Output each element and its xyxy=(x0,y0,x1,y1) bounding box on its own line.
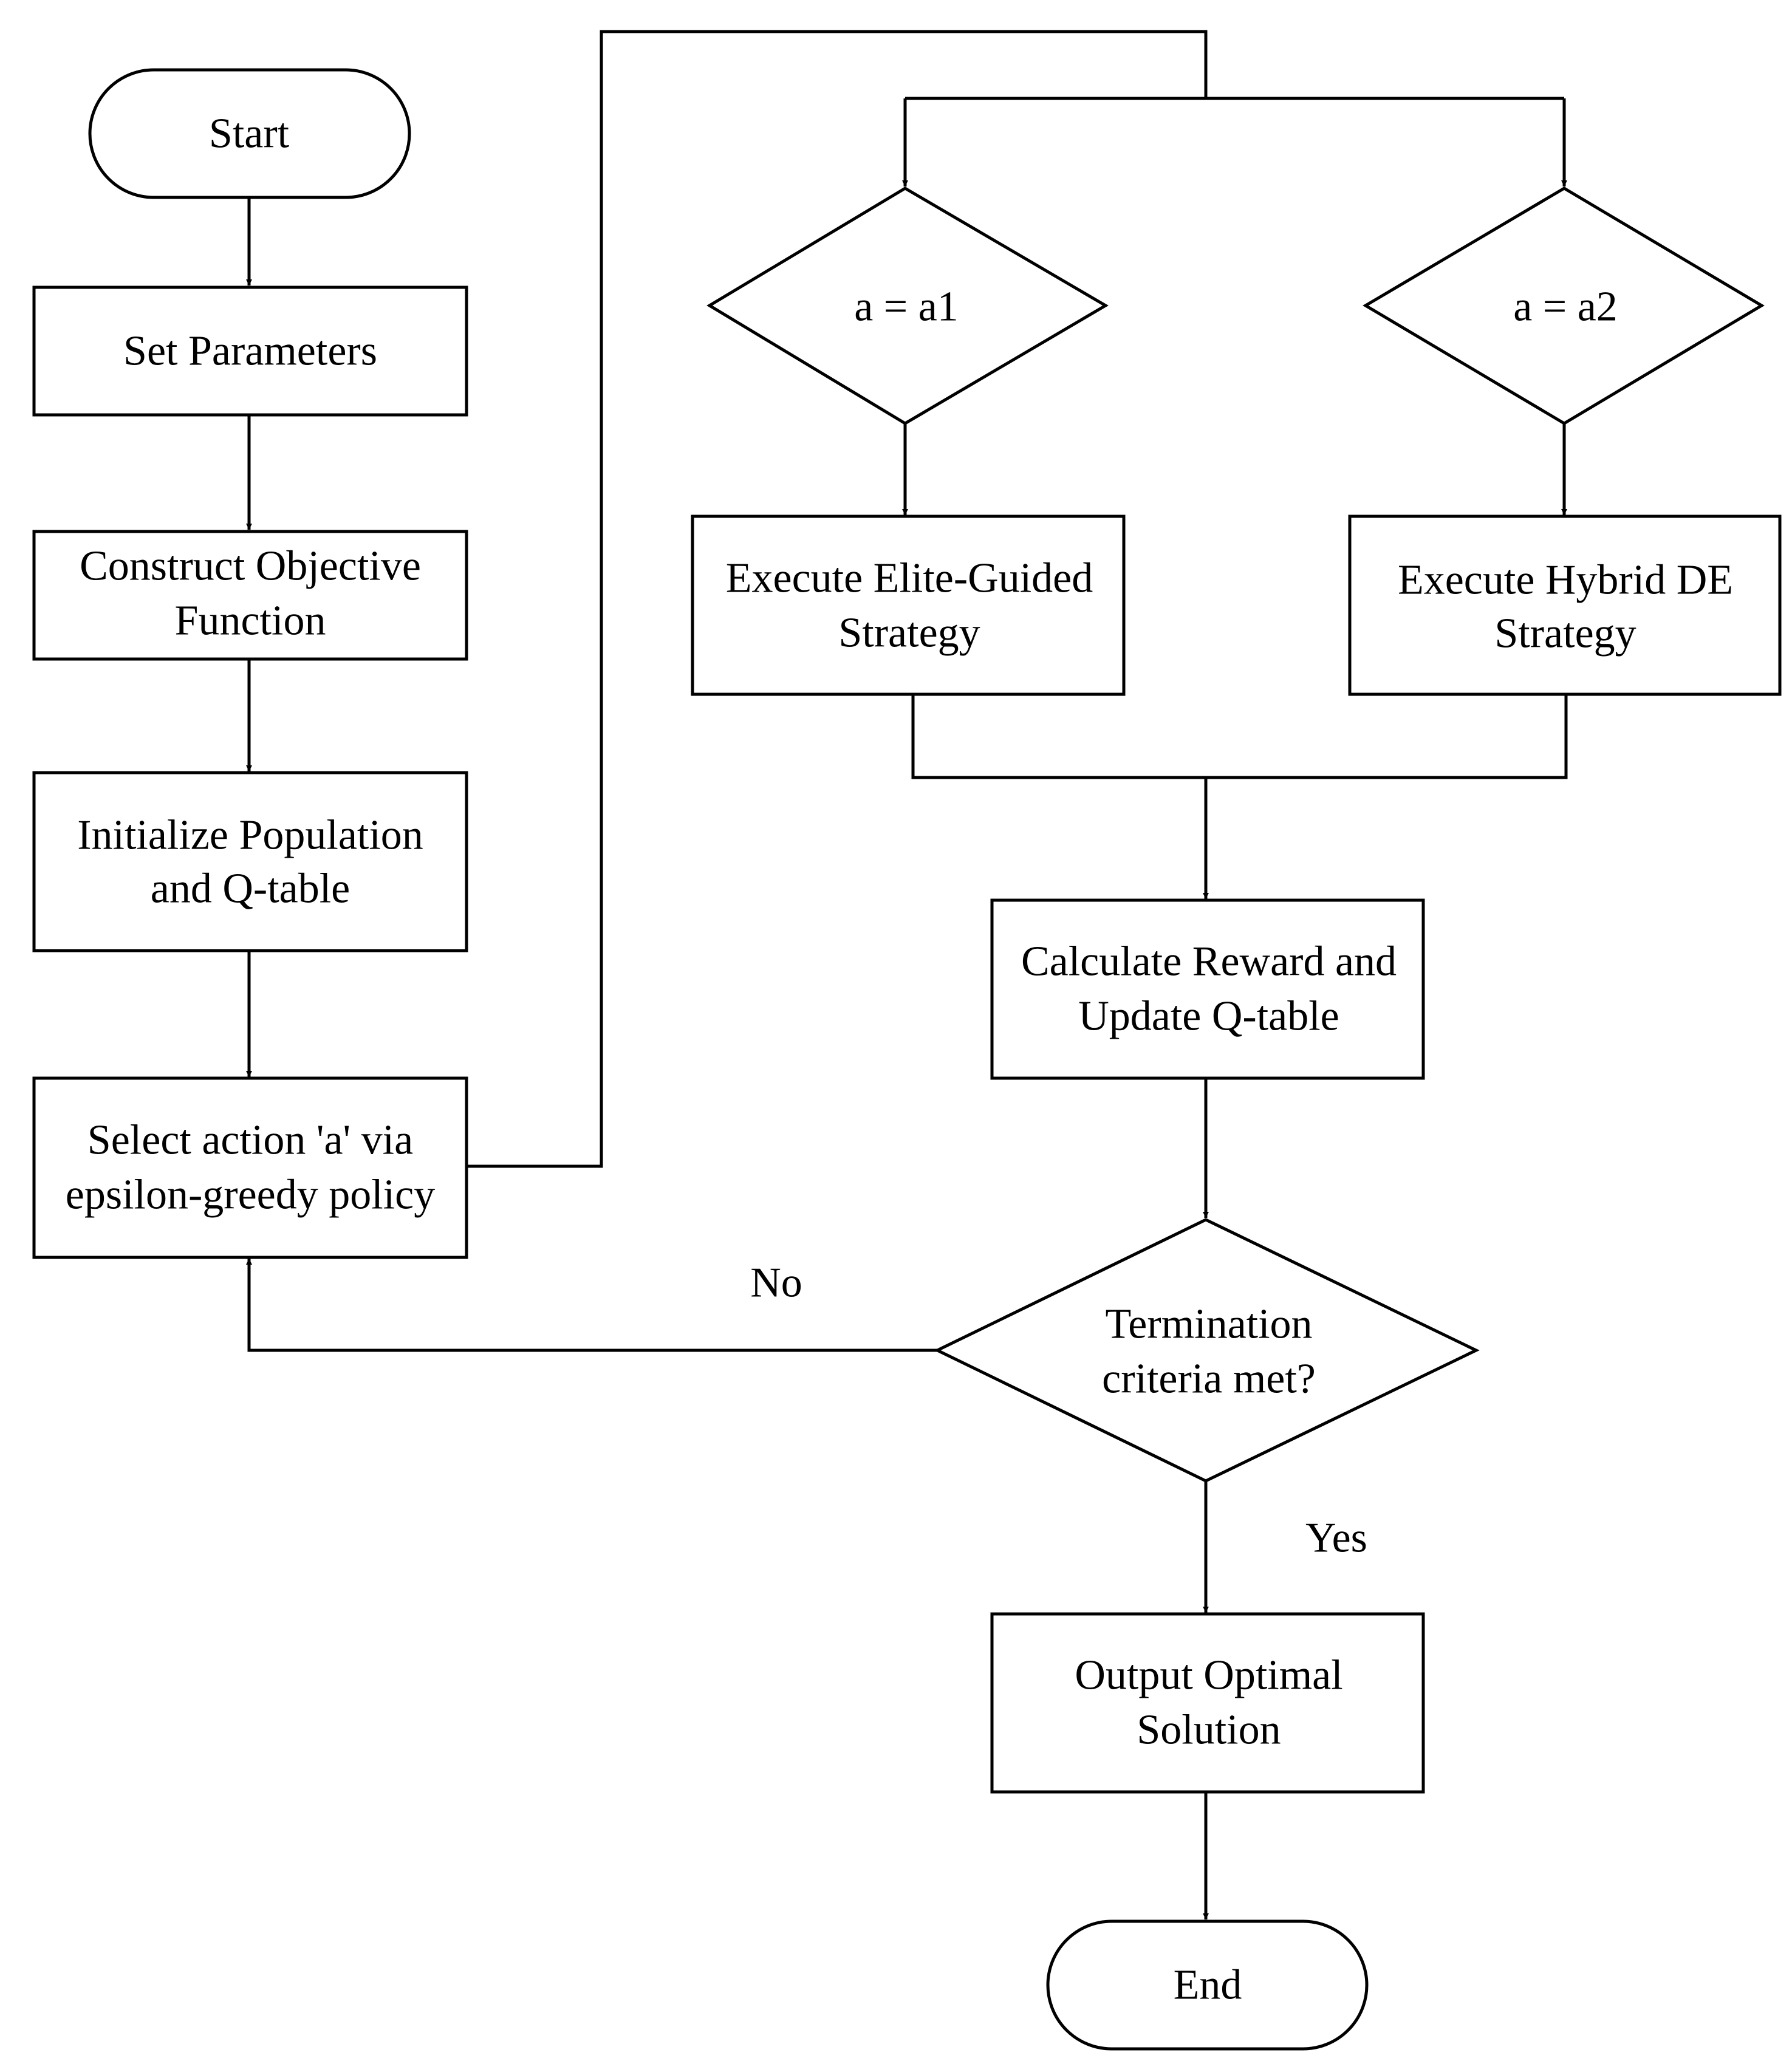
yes-label: Yes xyxy=(1305,1515,1367,1562)
hybrid-de-label-line2: Strategy xyxy=(1494,610,1636,657)
connector-strategies-merge xyxy=(911,694,1568,779)
calculate-reward-box: Calculate Reward and Update Q-table xyxy=(990,898,1425,1080)
set-parameters-label: Set Parameters xyxy=(123,328,377,375)
start-label: Start xyxy=(209,111,290,157)
decision-a1-label: a = a1 xyxy=(854,284,959,330)
no-label: No xyxy=(750,1260,802,1307)
end-label: End xyxy=(1174,1962,1242,2009)
termination-label-line1: Termination xyxy=(1105,1301,1312,1348)
hybrid-de-label-line1: Execute Hybrid DE xyxy=(1398,557,1733,604)
calculate-reward-label-line1: Calculate Reward and xyxy=(1021,938,1397,985)
termination-diamond: Termination criteria met? xyxy=(934,1218,1480,1483)
construct-objective-label-line2: Function xyxy=(175,598,326,644)
select-action-label-line1: Select action 'a' via xyxy=(87,1117,413,1164)
select-action-label-line2: epsilon-greedy policy xyxy=(66,1172,435,1218)
initialize-population-label-line2: and Q-table xyxy=(151,866,350,912)
output-optimal-box: Output Optimal Solution xyxy=(990,1612,1425,1794)
decision-a1-diamond: a = a1 xyxy=(706,186,1109,425)
connectors xyxy=(246,30,1568,1919)
end-terminal: End xyxy=(1046,1919,1369,2051)
initialize-population-box: Initialize Population and Q-table xyxy=(32,771,468,952)
termination-label-line2: criteria met? xyxy=(1102,1356,1316,1403)
select-action-box: Select action 'a' via epsilon-greedy pol… xyxy=(32,1076,468,1259)
set-parameters-box: Set Parameters xyxy=(32,285,468,417)
start-terminal: Start xyxy=(88,68,411,199)
construct-objective-box: Construct Objective Function xyxy=(32,530,468,661)
connector-select-action-to-branch xyxy=(467,30,1208,1168)
arrow-termination-no-to-select-action xyxy=(246,1259,937,1352)
elite-guided-label-line1: Execute Elite-Guided xyxy=(726,555,1093,602)
decision-a2-diamond: a = a2 xyxy=(1363,186,1765,425)
output-optimal-label-line1: Output Optimal xyxy=(1075,1652,1342,1699)
elite-guided-label-line2: Strategy xyxy=(838,610,980,657)
construct-objective-label-line1: Construct Objective xyxy=(80,543,421,590)
elite-guided-box: Execute Elite-Guided Strategy xyxy=(691,514,1126,696)
calculate-reward-label-line2: Update Q-table xyxy=(1078,993,1339,1040)
hybrid-de-box: Execute Hybrid DE Strategy xyxy=(1348,514,1782,696)
initialize-population-label-line1: Initialize Population xyxy=(77,812,423,859)
output-optimal-label-line2: Solution xyxy=(1137,1707,1281,1754)
decision-a2-label: a = a2 xyxy=(1513,284,1618,330)
